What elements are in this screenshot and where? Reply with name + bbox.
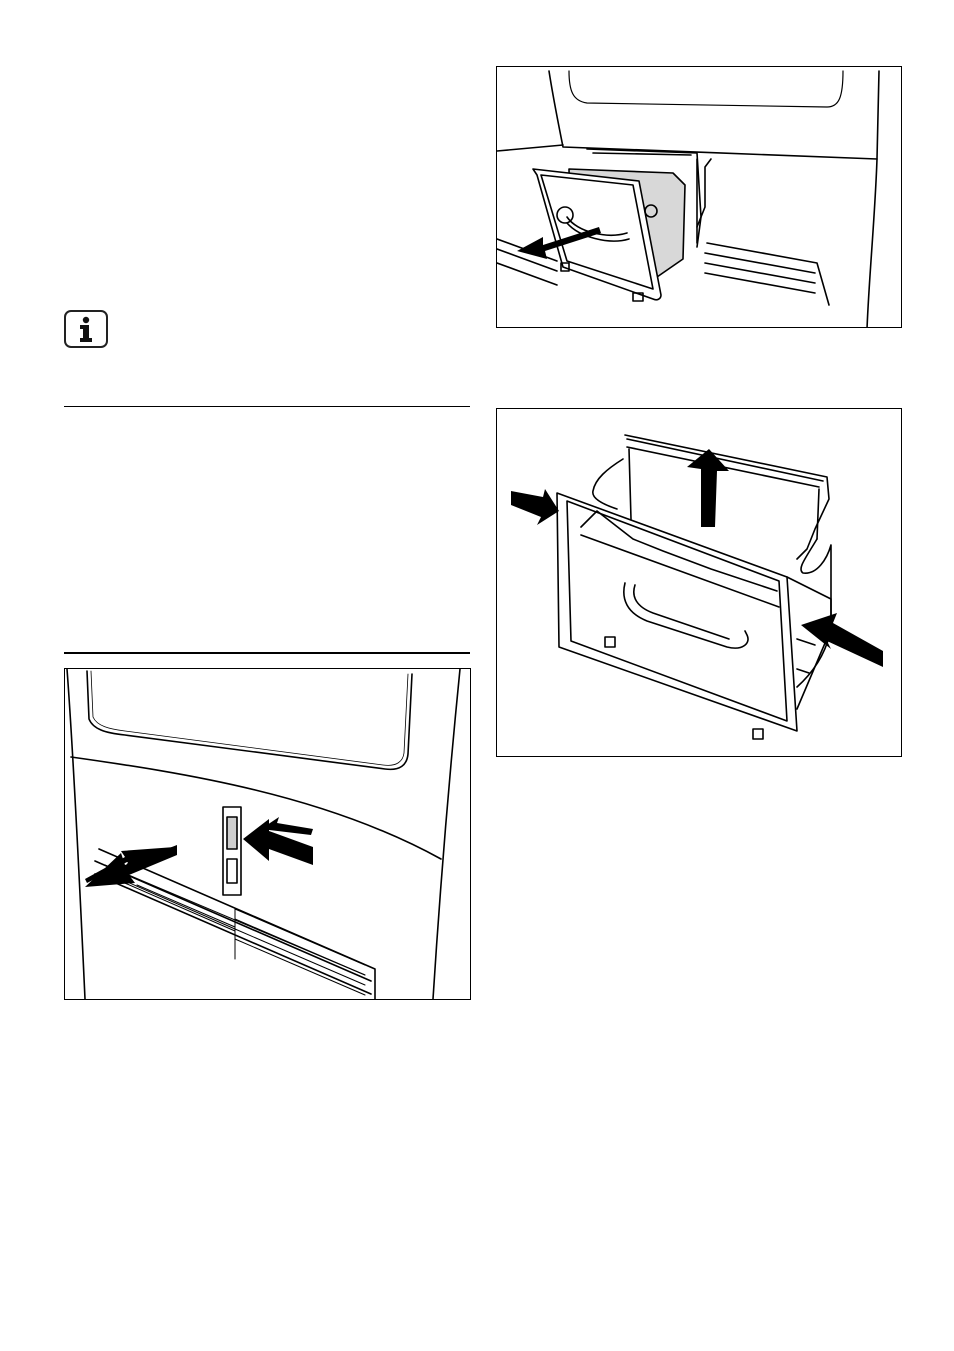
figure-grille-removal xyxy=(64,668,471,1000)
info-icon xyxy=(64,310,108,348)
squeeze-arrow-icon xyxy=(511,489,559,525)
section-divider-thick xyxy=(64,652,470,654)
section-divider-thin xyxy=(64,406,470,407)
figure-filter-pull-out xyxy=(496,66,902,328)
figure-filter-open xyxy=(496,408,902,757)
